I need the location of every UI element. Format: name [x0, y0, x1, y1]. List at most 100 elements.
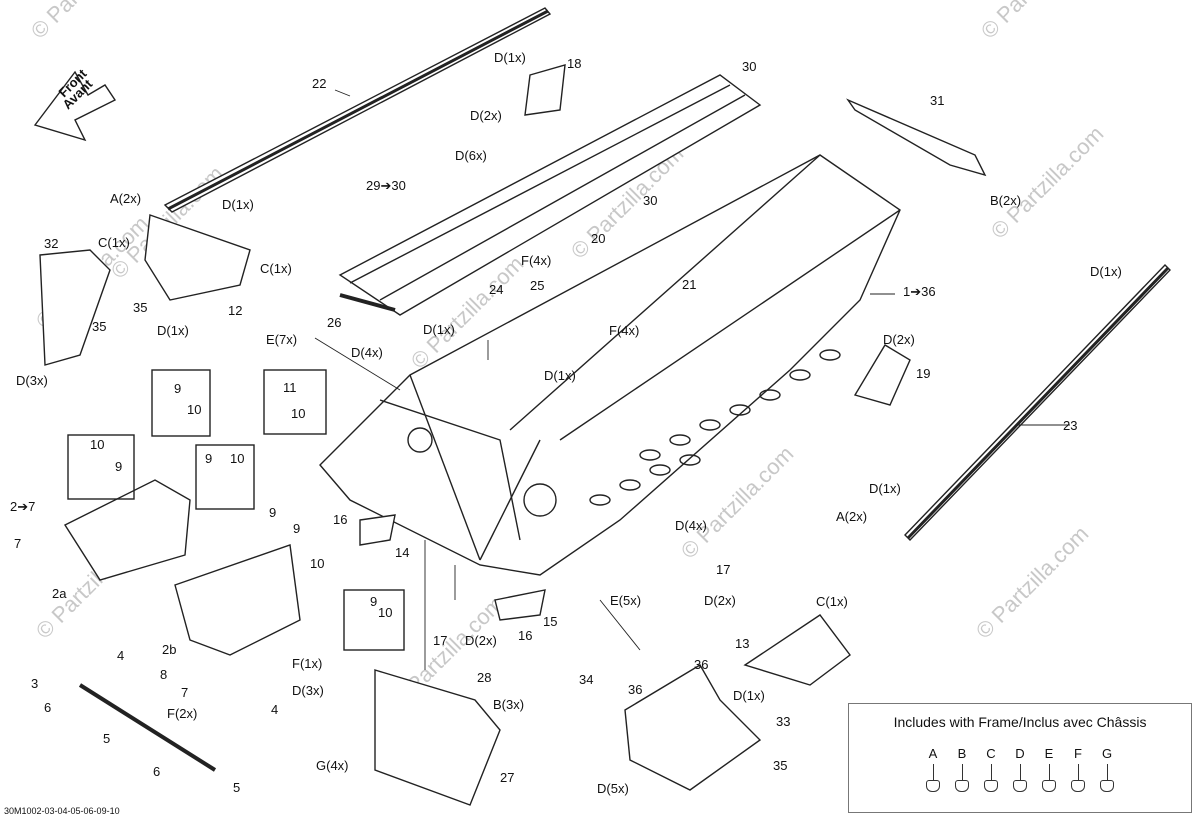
bracket-32	[39, 249, 111, 366]
callout-label: 16	[333, 512, 347, 527]
callout-label: 35	[92, 319, 106, 334]
legend-item-e: E	[1041, 746, 1057, 792]
watermark: © Partzilla.com	[676, 441, 799, 564]
callout-label: F(4x)	[609, 323, 639, 338]
legend-item-a: A	[925, 746, 941, 792]
callout-label: D(4x)	[675, 518, 707, 533]
hardware-box-11-10	[263, 369, 327, 435]
callout-label: 36	[694, 657, 708, 672]
callout-label: 10	[187, 402, 201, 417]
callout-label: 31	[930, 93, 944, 108]
legend-letter: D	[1015, 746, 1025, 761]
callout-label: 17	[433, 633, 447, 648]
callout-label: 9	[205, 451, 212, 466]
callout-label: 17	[716, 562, 730, 577]
frame-line-art	[33, 7, 1171, 806]
callout-label: 16	[518, 628, 532, 643]
callout-label: C(1x)	[98, 235, 130, 250]
bolt-icon	[984, 780, 998, 792]
steering-support-33	[624, 664, 762, 791]
callout-label: 5	[103, 731, 110, 746]
bolt-shaft	[1106, 764, 1108, 780]
callout-label: C(1x)	[816, 594, 848, 609]
callout-label: 9	[293, 521, 300, 536]
callout-label: 5	[233, 780, 240, 795]
bolt-shaft	[932, 764, 934, 780]
legend-letter: C	[986, 746, 996, 761]
bracket-2b	[174, 544, 301, 656]
callout-label: E(5x)	[610, 593, 641, 608]
legend-item-b: B	[954, 746, 970, 792]
callout-label: 13	[735, 636, 749, 651]
callout-label: 10	[291, 406, 305, 421]
bolt-shaft	[1077, 764, 1079, 780]
plate-3	[78, 683, 217, 772]
callout-label: 10	[378, 605, 392, 620]
hardware-box-9-10-c	[343, 589, 405, 651]
callout-label: D(1x)	[869, 481, 901, 496]
callout-label: 4	[117, 648, 124, 663]
strip-26	[339, 293, 396, 312]
callout-label: D(3x)	[292, 683, 324, 698]
callout-label: F(1x)	[292, 656, 322, 671]
legend-letter: G	[1101, 746, 1113, 761]
callout-label: 30	[643, 193, 657, 208]
callout-label: 11	[283, 380, 297, 395]
callout-label: 2➔7	[10, 499, 35, 514]
callout-label: D(2x)	[465, 633, 497, 648]
callout-label: 7	[181, 685, 188, 700]
callout-label: 25	[530, 278, 544, 293]
callout-label: 14	[395, 545, 409, 560]
callout-label: G(4x)	[316, 758, 349, 773]
callout-label: 21	[682, 277, 696, 292]
legend-item-g: G	[1099, 746, 1115, 792]
bolt-shaft	[961, 764, 963, 780]
footrest-15	[494, 589, 546, 621]
bracket-18	[524, 64, 566, 116]
callout-label: 24	[489, 282, 503, 297]
front-arrow	[33, 70, 117, 142]
callout-label: 29➔30	[366, 178, 406, 193]
bracket-31	[846, 98, 987, 177]
callout-label: 9	[269, 505, 276, 520]
callout-label: D(2x)	[883, 332, 915, 347]
watermark: © Partzilla.com	[976, 0, 1099, 44]
callout-label: 19	[916, 366, 930, 381]
legend-letter: E	[1044, 746, 1054, 761]
callout-label: 2a	[52, 586, 67, 601]
callout-label: 9	[370, 594, 377, 609]
callout-label: 23	[1063, 418, 1077, 433]
radiator-27	[374, 669, 501, 806]
frame-cutouts	[407, 349, 841, 517]
callout-label: 27	[500, 770, 514, 785]
callout-label: 4	[271, 702, 278, 717]
callout-label: 3	[31, 676, 38, 691]
callout-label: 20	[591, 231, 605, 246]
callout-label: 10	[90, 437, 104, 452]
leader-lines	[314, 89, 1070, 670]
callout-label: 36	[628, 682, 642, 697]
callout-label: A(2x)	[110, 191, 141, 206]
bracket-19	[853, 344, 911, 406]
callout-label: C(1x)	[260, 261, 292, 276]
callout-label: D(1x)	[544, 368, 576, 383]
callout-label: D(1x)	[1090, 264, 1122, 279]
watermark: © Partzilla.com	[986, 121, 1109, 244]
callout-label: 6	[44, 700, 51, 715]
callout-label: D(3x)	[16, 373, 48, 388]
main-frame-1	[319, 154, 901, 576]
callout-label: 26	[327, 315, 341, 330]
callout-label: D(2x)	[704, 593, 736, 608]
callout-label: A(2x)	[836, 509, 867, 524]
hardware-box-9-10	[151, 369, 211, 437]
callout-label: 15	[543, 614, 557, 629]
callout-label: 10	[230, 451, 244, 466]
callout-label: D(1x)	[423, 322, 455, 337]
hardware-box-10-9	[67, 434, 135, 500]
callout-label: 18	[567, 56, 581, 71]
callout-label: 9	[174, 381, 181, 396]
callout-label: 30	[742, 59, 756, 74]
callout-label: 8	[160, 667, 167, 682]
bolt-icon	[1042, 780, 1056, 792]
